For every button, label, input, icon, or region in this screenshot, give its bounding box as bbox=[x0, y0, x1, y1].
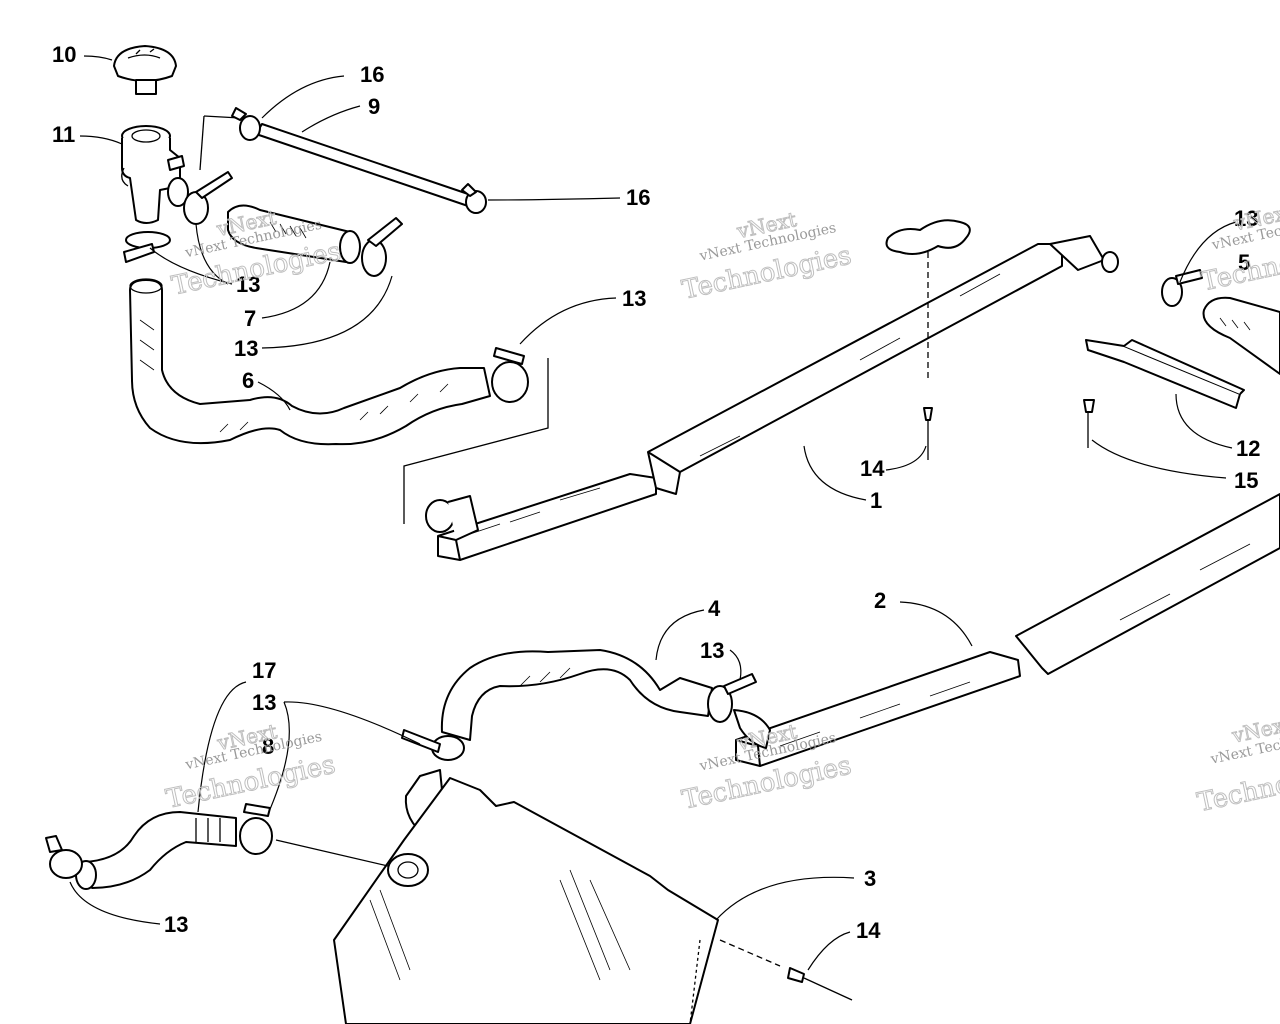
watermark-top-right: vNext vNext Technologies Technologies bbox=[1198, 199, 1280, 298]
callout-13-lower-hose: 13 bbox=[700, 638, 724, 663]
rivet-lower bbox=[719, 939, 853, 1001]
callout-16-upper: 16 bbox=[360, 62, 384, 87]
callout-13-small-hose: 13 bbox=[164, 912, 188, 937]
grommet bbox=[387, 853, 429, 887]
callout-14-lower: 14 bbox=[856, 918, 881, 943]
hose-clamp-right bbox=[1161, 269, 1203, 307]
callout-14-upper: 14 bbox=[860, 456, 885, 481]
callout-12: 12 bbox=[1236, 436, 1260, 461]
callout-9: 9 bbox=[368, 94, 380, 119]
upper-coolant-hose bbox=[129, 278, 491, 446]
small-coolant-hose bbox=[75, 811, 237, 890]
lower-coolant-hose bbox=[440, 649, 713, 741]
hose-clamp-short-hose bbox=[361, 217, 403, 277]
callout-13-short-hose: 13 bbox=[234, 336, 258, 361]
callout-2: 2 bbox=[874, 588, 886, 613]
right-coolant-hose bbox=[1202, 296, 1280, 375]
callout-1: 1 bbox=[870, 488, 882, 513]
callout-16-lower: 16 bbox=[626, 185, 650, 210]
svg-text:Technologies: Technologies bbox=[1195, 753, 1280, 818]
callout-7: 7 bbox=[244, 306, 256, 331]
tube-clamp-lower bbox=[461, 183, 487, 214]
leader-lines bbox=[69, 55, 1237, 971]
watermark-bottom-left: vNext vNext Technologies Technologies bbox=[163, 719, 339, 816]
callout-13-right: 13 bbox=[1234, 206, 1258, 231]
hose-clamp-center bbox=[401, 729, 465, 761]
radiator-cap bbox=[113, 45, 177, 95]
left-heat-exchanger-upper bbox=[425, 473, 657, 561]
hose-clamp-upper-hose bbox=[491, 347, 529, 403]
mounting-bracket bbox=[1085, 339, 1245, 409]
rubber-pad bbox=[885, 219, 971, 255]
callout-13-center: 13 bbox=[252, 690, 276, 715]
hose-clamp-filler-neck bbox=[183, 171, 233, 225]
callout-4: 4 bbox=[708, 596, 721, 621]
heat-exchanger-rail-2 bbox=[735, 493, 1280, 767]
callout-3: 3 bbox=[864, 866, 876, 891]
callout-13-upper-hose: 13 bbox=[622, 286, 646, 311]
tube-clamp-upper bbox=[231, 107, 261, 141]
callout-10: 10 bbox=[52, 42, 76, 67]
callout-13-filler-neck: 13 bbox=[236, 272, 260, 297]
rivet-upper bbox=[923, 232, 933, 460]
hose-clamp-small-hose-right bbox=[239, 803, 273, 855]
heat-exchanger-rail-1 bbox=[647, 235, 1119, 495]
callout-15: 15 bbox=[1234, 468, 1258, 493]
hose-clamp-small-hose-left bbox=[45, 835, 83, 879]
hose-clamp-neck-lower bbox=[123, 231, 171, 263]
radiator-shroud bbox=[333, 777, 719, 1024]
callout-5: 5 bbox=[1238, 250, 1250, 275]
callout-11: 11 bbox=[52, 122, 75, 147]
hose-clamp-lower-hose bbox=[707, 673, 771, 749]
short-hose bbox=[227, 204, 361, 264]
watermark-bottom-right: vNext vNext Technologies Technologies bbox=[1194, 711, 1280, 819]
callout-8: 8 bbox=[262, 734, 274, 759]
filler-neck bbox=[121, 125, 189, 224]
rivet-right bbox=[1083, 399, 1095, 448]
callout-17: 17 bbox=[252, 658, 276, 683]
callout-6: 6 bbox=[242, 368, 254, 393]
watermark-top-center: vNext vNext Technologies Technologies bbox=[679, 207, 855, 307]
